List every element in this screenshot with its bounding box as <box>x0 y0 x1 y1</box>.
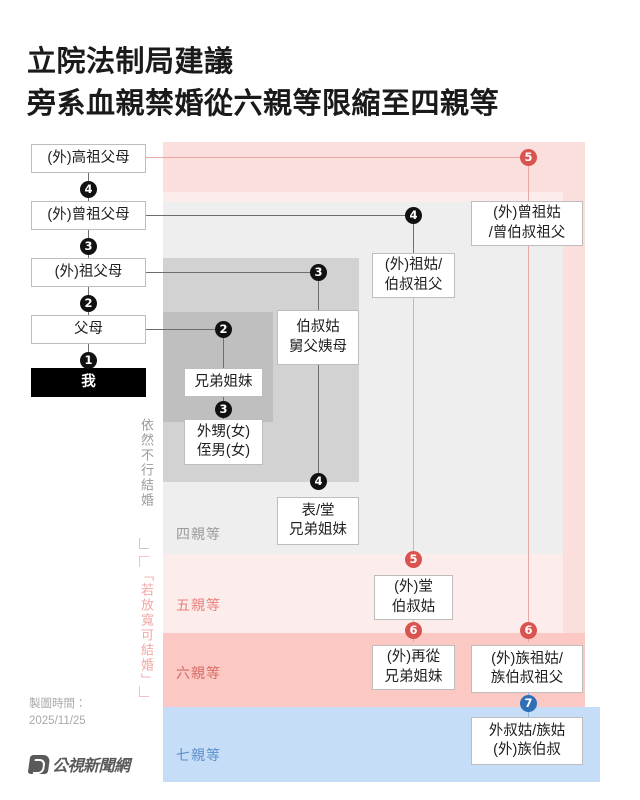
line-parents-to-siblings-h <box>146 329 224 330</box>
node-first-cousin-once-removed[interactable]: (外)堂 伯叔姑 <box>374 575 453 620</box>
line-granduncle-to-firstcousin <box>413 298 414 558</box>
band-label-five: 五親等 <box>176 597 221 613</box>
line-greatgranduncle-to-clangrand <box>528 246 529 642</box>
side-note-may-marry: 「若放寬可結婚」 <box>139 568 154 688</box>
line-greatgreatgrand-to-greatgranduncle-h <box>146 157 529 158</box>
marker-number: 3 <box>219 401 228 416</box>
degree-marker-1-self-parents: 1 <box>80 352 97 369</box>
degree-marker-2-grandparents: 2 <box>80 295 97 312</box>
line-greatgreatgrand-to-greatgranduncle-v <box>528 157 529 202</box>
node-label-line2: /曾伯叔祖父 <box>488 224 566 241</box>
node-label: 父母 <box>74 320 103 337</box>
band-label-six: 六親等 <box>176 665 221 681</box>
marker-number: 4 <box>314 473 323 488</box>
page-title-line1: 立院法制局建議 <box>27 46 234 78</box>
band-label-four: 四親等 <box>176 526 221 542</box>
node-self[interactable]: 我 <box>31 368 146 397</box>
footer-credit: 製圖時間： 2025/11/25 <box>29 696 87 731</box>
line-grand-to-uncle-v <box>318 272 319 310</box>
degree-marker-7-clanuncle: 7 <box>520 695 537 712</box>
node-label-line2: 族伯叔祖父 <box>490 670 564 686</box>
degree-marker-4-cousin: 4 <box>310 473 327 490</box>
node-label: (外)曾祖父母 <box>47 206 130 223</box>
marker-number: 6 <box>524 622 533 637</box>
node-siblings[interactable]: 兄弟姐妹 <box>184 368 263 397</box>
node-label: (外)高祖父母 <box>47 149 130 166</box>
line-grand-to-uncle-h <box>146 272 318 273</box>
node-clan-uncle-aunt[interactable]: 外叔姑/族姑 (外)族伯叔 <box>471 717 583 765</box>
node-label-line2: 兄弟姐妹 <box>384 668 443 685</box>
node-label-line2: 伯叔姑 <box>391 598 436 615</box>
node-uncle-aunt[interactable]: 伯叔姑 舅父姨母 <box>277 310 359 365</box>
pts-news-logo: 公視新聞網 <box>27 752 130 776</box>
node-label-line2: 舅父姨母 <box>289 338 347 355</box>
node-second-cousin[interactable]: (外)再從 兄弟姐妹 <box>372 645 455 690</box>
node-label-line2: 侄男(女) <box>196 443 251 459</box>
marker-number: 6 <box>409 622 418 637</box>
degree-marker-5-firstcousin: 5 <box>405 551 422 568</box>
marker-number: 3 <box>84 238 93 253</box>
degree-marker-6-secondcousin: 6 <box>405 622 422 639</box>
node-label-line1: (外)祖姑/ <box>384 257 443 274</box>
node-label-line1: 伯叔姑 <box>296 319 340 336</box>
pts-logo-icon <box>27 754 51 774</box>
node-label-line1: (外)曾祖姑 <box>493 205 561 222</box>
bracket-relax-top <box>139 556 149 567</box>
marker-number: 1 <box>84 352 93 367</box>
side-note-still-forbidden: 依然不行結婚 <box>139 418 154 508</box>
node-label-line1: 外甥(女) <box>196 423 251 440</box>
marker-number: 5 <box>524 149 533 164</box>
node-label-line1: (外)再從 <box>386 649 441 666</box>
degree-marker-3-nephew: 3 <box>215 401 232 418</box>
node-label-line1: (外)族祖姑/ <box>491 650 563 667</box>
node-label-line1: 表/堂 <box>301 502 335 519</box>
degree-marker-4-greatgreatgrandparents: 4 <box>80 181 97 198</box>
node-grandparents[interactable]: (外)祖父母 <box>31 258 146 287</box>
node-label-line1: (外)堂 <box>394 579 433 596</box>
marker-number: 4 <box>409 207 418 222</box>
node-label-line2: 兄弟姐妹 <box>289 522 347 538</box>
degree-marker-5-greatgranduncle: 5 <box>520 149 537 166</box>
node-label-line1: 外叔姑/族姑 <box>488 722 566 739</box>
degree-marker-3-greatgrandparents: 3 <box>80 238 97 255</box>
node-grand-uncle-aunt[interactable]: (外)祖姑/ 伯叔祖父 <box>372 253 455 298</box>
marker-number: 2 <box>219 321 228 336</box>
credit-date: 2025/11/25 <box>29 715 86 728</box>
degree-marker-6-clangrand: 6 <box>520 622 537 639</box>
node-nephew-niece[interactable]: 外甥(女) 侄男(女) <box>184 419 263 465</box>
node-clan-grand-aunt-uncle[interactable]: (外)族祖姑/ 族伯叔祖父 <box>471 645 583 693</box>
bracket-still-forbidden <box>139 538 149 549</box>
node-great-grand-uncle-aunt[interactable]: (外)曾祖姑 /曾伯叔祖父 <box>471 201 583 246</box>
node-cousin[interactable]: 表/堂 兄弟姐妹 <box>277 497 359 545</box>
marker-number: 5 <box>409 551 418 566</box>
marker-number: 7 <box>524 695 533 710</box>
credit-label: 製圖時間： <box>29 698 87 710</box>
line-greatgrand-to-granduncle-h <box>146 215 413 216</box>
node-label: (外)祖父母 <box>54 263 123 280</box>
line-greatgrand-to-granduncle-v <box>413 215 414 253</box>
degree-marker-4-granduncle: 4 <box>405 207 422 224</box>
node-label-line2: 伯叔祖父 <box>384 276 443 293</box>
degree-marker-3-uncle: 3 <box>310 264 327 281</box>
band-label-seven: 七親等 <box>176 747 221 763</box>
degree-marker-2-siblings: 2 <box>215 321 232 338</box>
line-parents-to-siblings-v <box>223 329 224 368</box>
pts-logo-text: 公視新聞網 <box>52 758 130 775</box>
line-uncle-to-cousin <box>318 365 319 483</box>
node-great-great-grandparents[interactable]: (外)高祖父母 <box>31 144 146 173</box>
node-label: 兄弟姐妹 <box>194 373 253 390</box>
node-great-grandparents[interactable]: (外)曾祖父母 <box>31 201 146 230</box>
marker-number: 2 <box>84 295 93 310</box>
node-label: 我 <box>81 373 96 390</box>
node-parents[interactable]: 父母 <box>31 315 146 344</box>
bracket-relax-bottom <box>139 686 149 697</box>
page-title-line2: 旁系血親禁婚從六親等限縮至四親等 <box>27 88 500 120</box>
marker-number: 3 <box>314 264 323 279</box>
node-label-line2: (外)族伯叔 <box>493 742 561 758</box>
marker-number: 4 <box>84 181 93 196</box>
